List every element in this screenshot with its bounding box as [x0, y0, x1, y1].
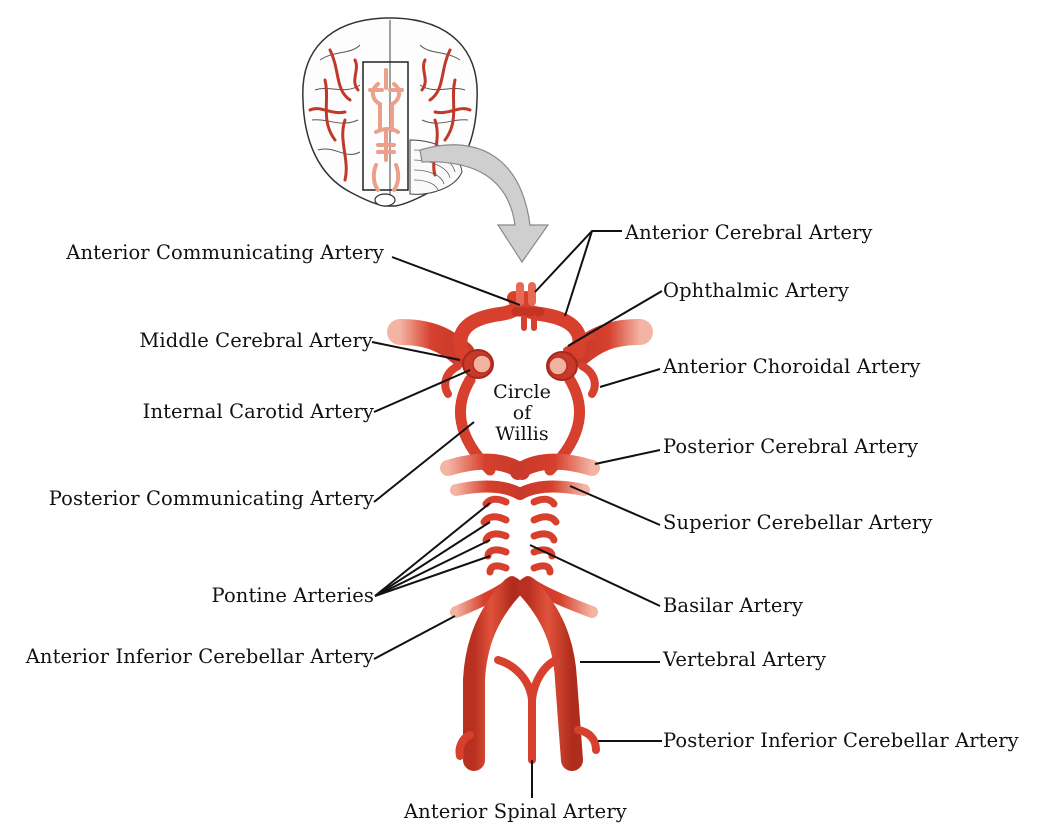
- leader-pontine-2: [375, 522, 490, 596]
- internal-carotid-ring-left: [463, 350, 493, 378]
- leader-anterior-cerebral-a: [535, 231, 622, 292]
- label-anterior-inferior-cerebellar-artery: Anterior Inferior Cerebellar Artery: [26, 645, 374, 668]
- curved-arrow-icon: [420, 145, 548, 262]
- leader-anterior-inferior-cerebellar: [374, 616, 455, 659]
- label-posterior-inferior-cerebellar-artery: Posterior Inferior Cerebellar Artery: [663, 729, 1019, 752]
- label-superior-cerebellar-artery: Superior Cerebellar Artery: [663, 511, 932, 534]
- circle-text-line-1: Circle: [482, 382, 562, 403]
- internal-carotid-ring-right: [547, 352, 577, 380]
- label-basilar-artery: Basilar Artery: [663, 594, 803, 617]
- leader-pontine-4: [375, 556, 490, 596]
- label-internal-carotid-artery: Internal Carotid Artery: [143, 400, 374, 423]
- leader-posterior-cerebral: [595, 450, 660, 464]
- circle-text-line-2: of: [482, 403, 562, 424]
- label-middle-cerebral-artery: Middle Cerebral Artery: [139, 329, 373, 352]
- label-anterior-choroidal-artery: Anterior Choroidal Artery: [663, 355, 921, 378]
- label-anterior-spinal-artery: Anterior Spinal Artery: [404, 800, 627, 823]
- leader-anterior-choroidal: [600, 369, 660, 387]
- label-posterior-communicating-artery: Posterior Communicating Artery: [49, 487, 374, 510]
- circle-of-willis-label: Circle of Willis: [482, 382, 562, 445]
- artery-illustration: [400, 286, 640, 760]
- label-pontine-arteries: Pontine Arteries: [212, 584, 374, 607]
- label-ophthalmic-artery: Ophthalmic Artery: [663, 279, 849, 302]
- label-vertebral-artery: Vertebral Artery: [663, 648, 826, 671]
- circle-text-line-3: Willis: [482, 424, 562, 445]
- leader-anterior-cerebral-b: [565, 231, 592, 316]
- label-posterior-cerebral-artery: Posterior Cerebral Artery: [663, 435, 918, 458]
- leader-superior-cerebellar: [570, 486, 660, 525]
- label-anterior-cerebral-artery: Anterior Cerebral Artery: [625, 221, 873, 244]
- label-anterior-communicating-artery: Anterior Communicating Artery: [66, 241, 384, 264]
- brain-thumbnail: [303, 18, 477, 206]
- leader-anterior-communicating: [392, 257, 520, 305]
